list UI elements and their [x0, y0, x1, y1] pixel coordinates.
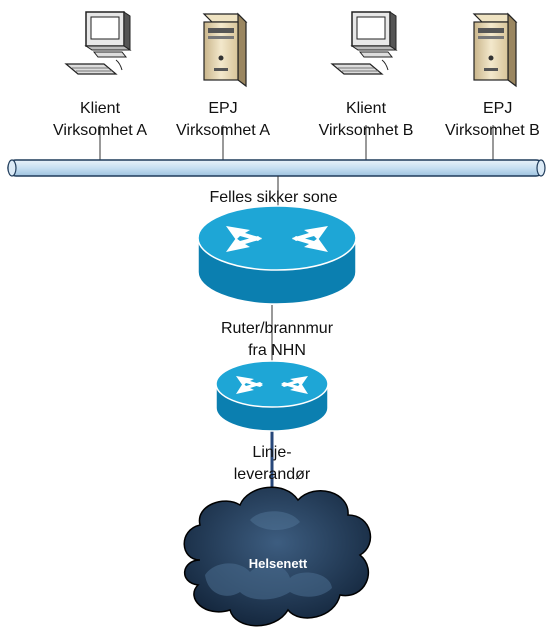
client-b-label: Klient Virksomhet B: [306, 98, 426, 142]
epj-b-title: EPJ: [483, 100, 513, 117]
epj-b-org: Virksomhet B: [445, 122, 540, 139]
workstation-icon: [330, 11, 398, 75]
epj-a-org: Virksomhet A: [176, 122, 270, 139]
epj-b-label: EPJ Virksomhet B: [437, 98, 547, 142]
client-b-org: Virksomhet B: [318, 122, 414, 139]
router-line-title: Linje-: [252, 444, 292, 461]
router-icon: [215, 360, 329, 432]
client-b-title: Klient: [345, 100, 387, 117]
secure-zone-bus: [7, 159, 546, 177]
server-icon: [202, 12, 248, 88]
router-line-label: Linje- leverandør: [212, 442, 332, 486]
workstation-icon: [64, 11, 132, 75]
router-icon: [197, 205, 357, 305]
secure-zone-label: Felles sikker sone: [209, 189, 338, 206]
client-a-org: Virksomhet A: [53, 122, 147, 139]
helsenett-label: Helsenett: [248, 556, 308, 571]
epj-a-title: EPJ: [208, 100, 238, 117]
server-icon: [472, 12, 518, 88]
router-nhn-sub: fra NHN: [248, 342, 306, 359]
router-line-sub: leverandør: [233, 466, 311, 483]
router-nhn-title: Ruter/brannmur: [220, 320, 334, 337]
client-a-title: Klient: [79, 100, 121, 117]
epj-a-label: EPJ Virksomhet A: [163, 98, 283, 142]
client-a-label: Klient Virksomhet A: [40, 98, 160, 142]
router-nhn-label: Ruter/brannmur fra NHN: [197, 318, 357, 362]
cloud-icon: [183, 486, 372, 627]
